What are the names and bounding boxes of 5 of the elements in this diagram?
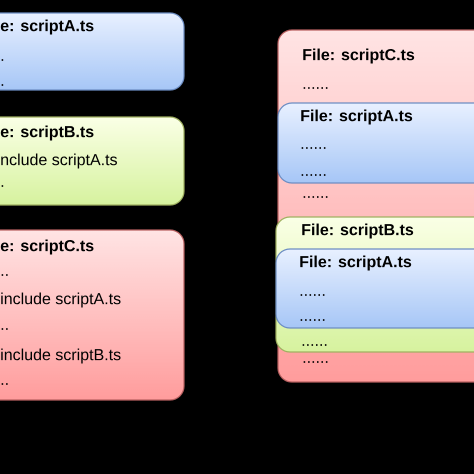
file-box: e: scriptB.ts nclude scriptA.ts . — [0, 116, 185, 206]
file-box: File: scriptA.ts ...... ...... — [277, 102, 474, 184]
file-box: e: scriptC.ts .. include scriptA.ts .. include scriptB.ts .. — [0, 229, 185, 401]
file-box: File: scriptA.ts ...... ...... — [275, 248, 474, 329]
file-box: e: scriptA.ts . . — [0, 12, 185, 91]
